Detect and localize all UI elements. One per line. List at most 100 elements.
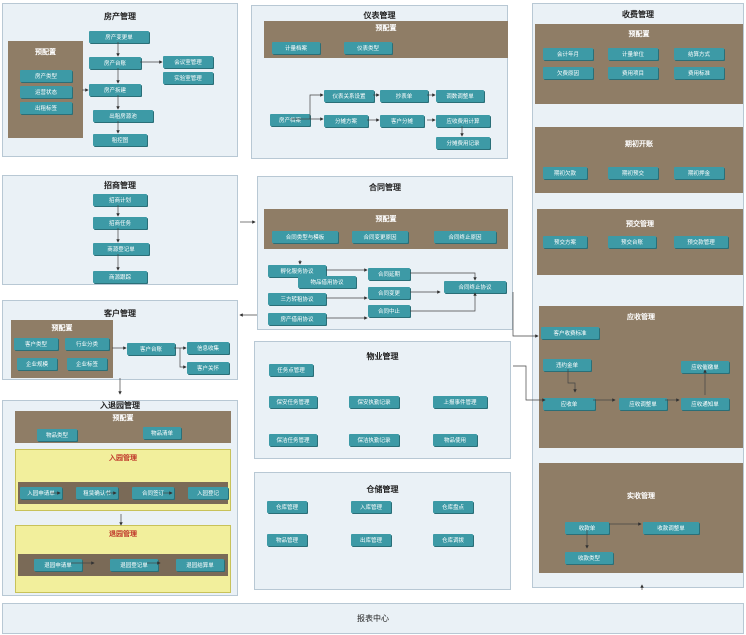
property-item[interactable]: 保洁任务管理 [269, 434, 317, 446]
billing-config-item[interactable]: 费用项目 [608, 67, 658, 79]
housing-item[interactable]: 出租房源池 [93, 110, 153, 122]
billing-receivable: 应收管理 客户收费标准 违约金单 应收单 应收调整单 应收催缴单 应收通知单 [539, 306, 743, 448]
investment-item[interactable]: 招商计划 [93, 194, 147, 206]
property-item[interactable]: 上报事件管理 [433, 396, 487, 408]
park-title: 入退园管理 [100, 401, 140, 410]
meter-item[interactable]: 应收费用计算 [436, 115, 490, 127]
housing-config-item[interactable]: 出租标签 [20, 102, 72, 114]
billing-prepay-item[interactable]: 预交款管理 [674, 236, 728, 248]
billing-received-item[interactable]: 收款调整单 [643, 522, 699, 534]
customer-item[interactable]: 信息收集 [187, 342, 229, 354]
billing-opening-item[interactable]: 期初欠款 [543, 167, 587, 179]
contract-item[interactable]: 合同终止协议 [444, 281, 506, 293]
meter-item[interactable]: 客户分摊 [380, 115, 424, 127]
customer-config-item[interactable]: 客户类型 [14, 338, 58, 350]
housing-item[interactable]: 房产变更单 [89, 31, 149, 43]
customer-item[interactable]: 客户台账 [127, 343, 175, 355]
billing-prepay-item[interactable]: 预交台账 [608, 236, 656, 248]
contract-config: 预配置 合同类型与模板 合同变更原因 合同终止原因 [264, 209, 508, 249]
customer-config-item[interactable]: 企业规模 [17, 358, 57, 370]
housing-config-item[interactable]: 运营状态 [20, 86, 72, 98]
housing-side-item[interactable]: 实验室管理 [163, 72, 213, 84]
contract-item[interactable]: 物品借用协议 [298, 276, 356, 288]
park-exit-item[interactable]: 退园登记单 [110, 559, 158, 571]
contract-item[interactable]: 孵化服务协议 [268, 265, 326, 277]
park-config-item[interactable]: 物品清单 [143, 427, 181, 439]
housing-side-item[interactable]: 会议室管理 [163, 56, 213, 68]
storage-item[interactable]: 出库管理 [351, 534, 391, 546]
contract-item[interactable]: 合同延期 [368, 268, 410, 280]
contract-config-item[interactable]: 合同类型与模板 [272, 231, 338, 243]
property-item[interactable]: 保安任务管理 [269, 396, 317, 408]
meter-config: 预配置 计量档案 仪表类型 [264, 21, 508, 58]
meter-item[interactable]: 分摊方案 [324, 115, 368, 127]
meter-item[interactable]: 房产档案 [270, 114, 310, 126]
billing-prepay-item[interactable]: 预交方案 [543, 236, 587, 248]
meter-item[interactable]: 抄表单 [380, 90, 428, 102]
storage-item[interactable]: 仓库调拨 [433, 534, 473, 546]
park-entry-item[interactable]: 入园申请单 [20, 487, 62, 499]
report-center[interactable]: 报表中心 [2, 603, 744, 634]
investment-item[interactable]: 商源跟踪 [93, 271, 147, 283]
customer-config-item[interactable]: 行业分类 [65, 338, 109, 350]
billing-panel: 收费管理 预配置 会计年月 计量单位 结算方式 欠费原因 费用项目 费用标准 期… [532, 3, 744, 588]
billing-config-item[interactable]: 计量单位 [608, 48, 658, 60]
park-config-item[interactable]: 物品类型 [37, 429, 77, 441]
contract-item[interactable]: 合同变更 [368, 287, 410, 299]
park-entry-item[interactable]: 合同签订 [132, 487, 174, 499]
storage-item[interactable]: 仓库管理 [267, 501, 307, 513]
contract-item[interactable]: 三方转租协议 [268, 293, 326, 305]
investment-item[interactable]: 招商任务 [93, 217, 147, 229]
billing-receivable-item[interactable]: 违约金单 [543, 359, 591, 371]
property-item[interactable]: 任务点管理 [269, 364, 313, 376]
billing-config-item[interactable]: 结算方式 [674, 48, 724, 60]
billing-receivable-item[interactable]: 应收调整单 [619, 398, 667, 410]
billing-config-item[interactable]: 费用标准 [674, 67, 724, 79]
storage-panel: 仓储管理 仓库管理 入库管理 仓库盘点 物品管理 出库管理 仓库调拨 [254, 472, 511, 590]
housing-config-item[interactable]: 房产类型 [20, 70, 72, 82]
housing-item[interactable]: 租控图 [93, 134, 147, 146]
billing-receivable-item[interactable]: 应收单 [543, 398, 595, 410]
billing-received-item[interactable]: 收款单 [565, 522, 609, 534]
contract-config-item[interactable]: 合同终止原因 [434, 231, 496, 243]
billing-received-item[interactable]: 收款类型 [565, 552, 613, 564]
park-entry-item[interactable]: 入园登记 [188, 487, 228, 499]
billing-receivable-title: 应收管理 [627, 313, 655, 321]
park-exit-item[interactable]: 退园结算单 [176, 559, 224, 571]
park-config-title: 预配置 [112, 414, 134, 422]
meter-config-title: 预配置 [375, 24, 397, 32]
billing-receivable-item[interactable]: 应收通知单 [681, 398, 729, 410]
meter-item[interactable]: 分摊费用记录 [436, 137, 490, 149]
meter-config-item[interactable]: 仪表类型 [344, 42, 392, 54]
customer-item[interactable]: 客户关怀 [187, 362, 229, 374]
park-entry-item[interactable]: 租赁确认书 [76, 487, 118, 499]
billing-receivable-item[interactable]: 应收催缴单 [681, 361, 729, 373]
storage-item[interactable]: 仓库盘点 [433, 501, 473, 513]
investment-item[interactable]: 商源登记单 [93, 243, 149, 255]
park-exit-item[interactable]: 退园申请单 [34, 559, 82, 571]
billing-prepay: 预交管理 预交方案 预交台账 预交款管理 [537, 209, 743, 275]
billing-config-title: 预配置 [628, 30, 650, 38]
billing-title: 收费管理 [622, 10, 654, 19]
meter-item[interactable]: 调数调整单 [436, 90, 484, 102]
property-item[interactable]: 保安执勤记录 [349, 396, 399, 408]
meter-item[interactable]: 仪表关系设置 [324, 90, 374, 102]
customer-config-item[interactable]: 企业标签 [67, 358, 107, 370]
billing-receivable-item[interactable]: 客户收费标准 [541, 327, 599, 339]
storage-item[interactable]: 入库管理 [351, 501, 391, 513]
billing-opening-item[interactable]: 期初预交 [608, 167, 658, 179]
contract-config-item[interactable]: 合同变更原因 [352, 231, 408, 243]
housing-item[interactable]: 房产台账 [89, 57, 141, 69]
property-item[interactable]: 保洁执勤记录 [349, 434, 399, 446]
storage-item[interactable]: 物品管理 [267, 534, 307, 546]
billing-config-item[interactable]: 欠费原因 [543, 67, 593, 79]
contract-config-title: 预配置 [375, 215, 397, 223]
park-exit-title: 退园管理 [109, 530, 137, 538]
contract-item[interactable]: 合同中止 [368, 305, 410, 317]
billing-config-item[interactable]: 会计年月 [543, 48, 593, 60]
billing-opening-item[interactable]: 期初押金 [674, 167, 724, 179]
meter-config-item[interactable]: 计量档案 [272, 42, 320, 54]
housing-item[interactable]: 房产拆建 [89, 84, 141, 96]
contract-item[interactable]: 房产借用协议 [268, 313, 326, 325]
property-item[interactable]: 物品使用 [433, 434, 477, 446]
